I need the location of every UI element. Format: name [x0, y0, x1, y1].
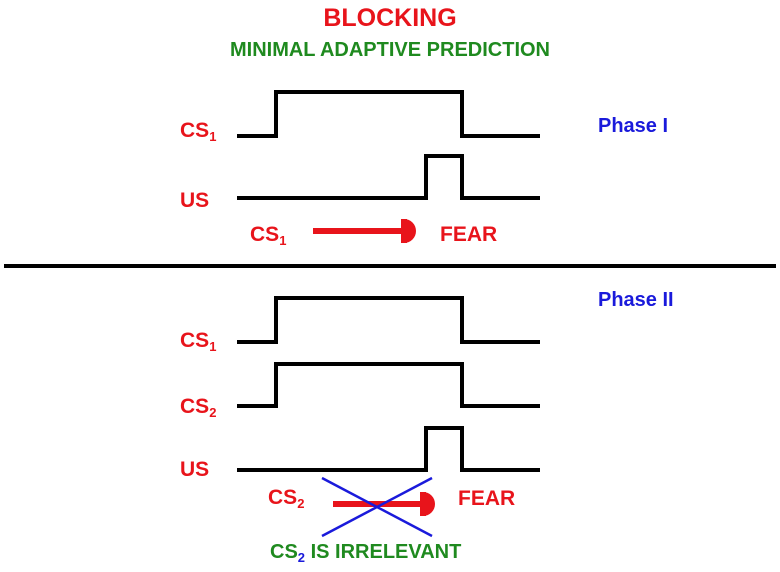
phase2-label: Phase II [598, 289, 674, 311]
phase2-assoc-target: FEAR [458, 487, 516, 510]
phase2-us-waveform [237, 426, 540, 472]
phase2-us-label: US [180, 458, 210, 481]
blocked-cross-icon [321, 476, 433, 538]
phase1-assoc-source: CS1 [250, 223, 287, 248]
phase1-label: Phase I [598, 115, 669, 137]
phase1-assoc-target: FEAR [440, 223, 498, 246]
phase1-us-waveform [237, 154, 540, 200]
phase1-cs1-label: CS1 [180, 119, 217, 144]
phase2-association-connector [333, 492, 435, 516]
phase2-cs1-label: CS1 [180, 329, 217, 354]
phase2-cs2-label: CS2 [180, 395, 217, 420]
diagram-title: BLOCKING [323, 4, 457, 32]
conclusion-text: CS2 IS IRRELEVANT [270, 541, 462, 565]
phase2-cs1-waveform [237, 296, 540, 344]
phase1-us-label: US [180, 189, 210, 212]
phase1-association-connector [313, 219, 416, 243]
phase2-cs2-waveform [237, 362, 540, 408]
diagram-subtitle: MINIMAL ADAPTIVE PREDICTION [229, 39, 550, 61]
phase2-assoc-source: CS2 [268, 486, 305, 511]
phase1-cs1-waveform [237, 90, 540, 138]
